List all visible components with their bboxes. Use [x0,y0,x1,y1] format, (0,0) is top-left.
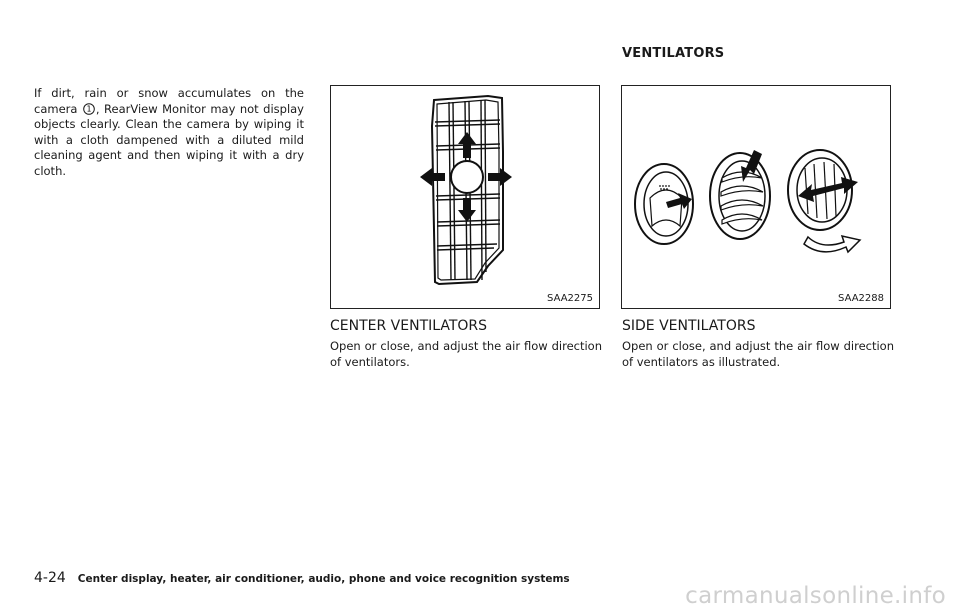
section-title: VENTILATORS [622,46,725,61]
center-ventilators-text: Open or close, and adjust the air flow d… [330,339,602,369]
figure-code: SAA2288 [838,293,884,304]
side-ventilator-figure: SAA2288 [621,85,891,309]
callout-marker-icon: 1 [83,102,95,115]
camera-note-text-end: , RearView Monitor may not display objec… [34,101,304,178]
chapter-title: Center display, heater, air conditioner,… [77,573,570,585]
callout-marker-number: 1 [87,104,92,113]
side-ventilators-text: Open or close, and adjust the air flow d… [622,339,894,369]
page-number: 4-24 [34,570,66,586]
camera-note-text-start: If dirt, rain or snow accumulates on the… [34,86,304,116]
center-ventilator-figure: SAA2275 [330,85,600,309]
page-footer: 4-24 Center display, heater, air conditi… [34,570,570,586]
figure-code: SAA2275 [547,293,593,304]
camera-cleaning-paragraph: If dirt, rain or snow accumulates on the… [34,86,304,179]
watermark: carmanualsonline.info [685,583,946,609]
center-ventilators-heading: CENTER VENTILATORS [330,318,488,334]
center-ventilator-illustration [420,94,512,286]
side-ventilator-illustration [634,149,862,254]
side-ventilators-heading: SIDE VENTILATORS [622,318,756,334]
